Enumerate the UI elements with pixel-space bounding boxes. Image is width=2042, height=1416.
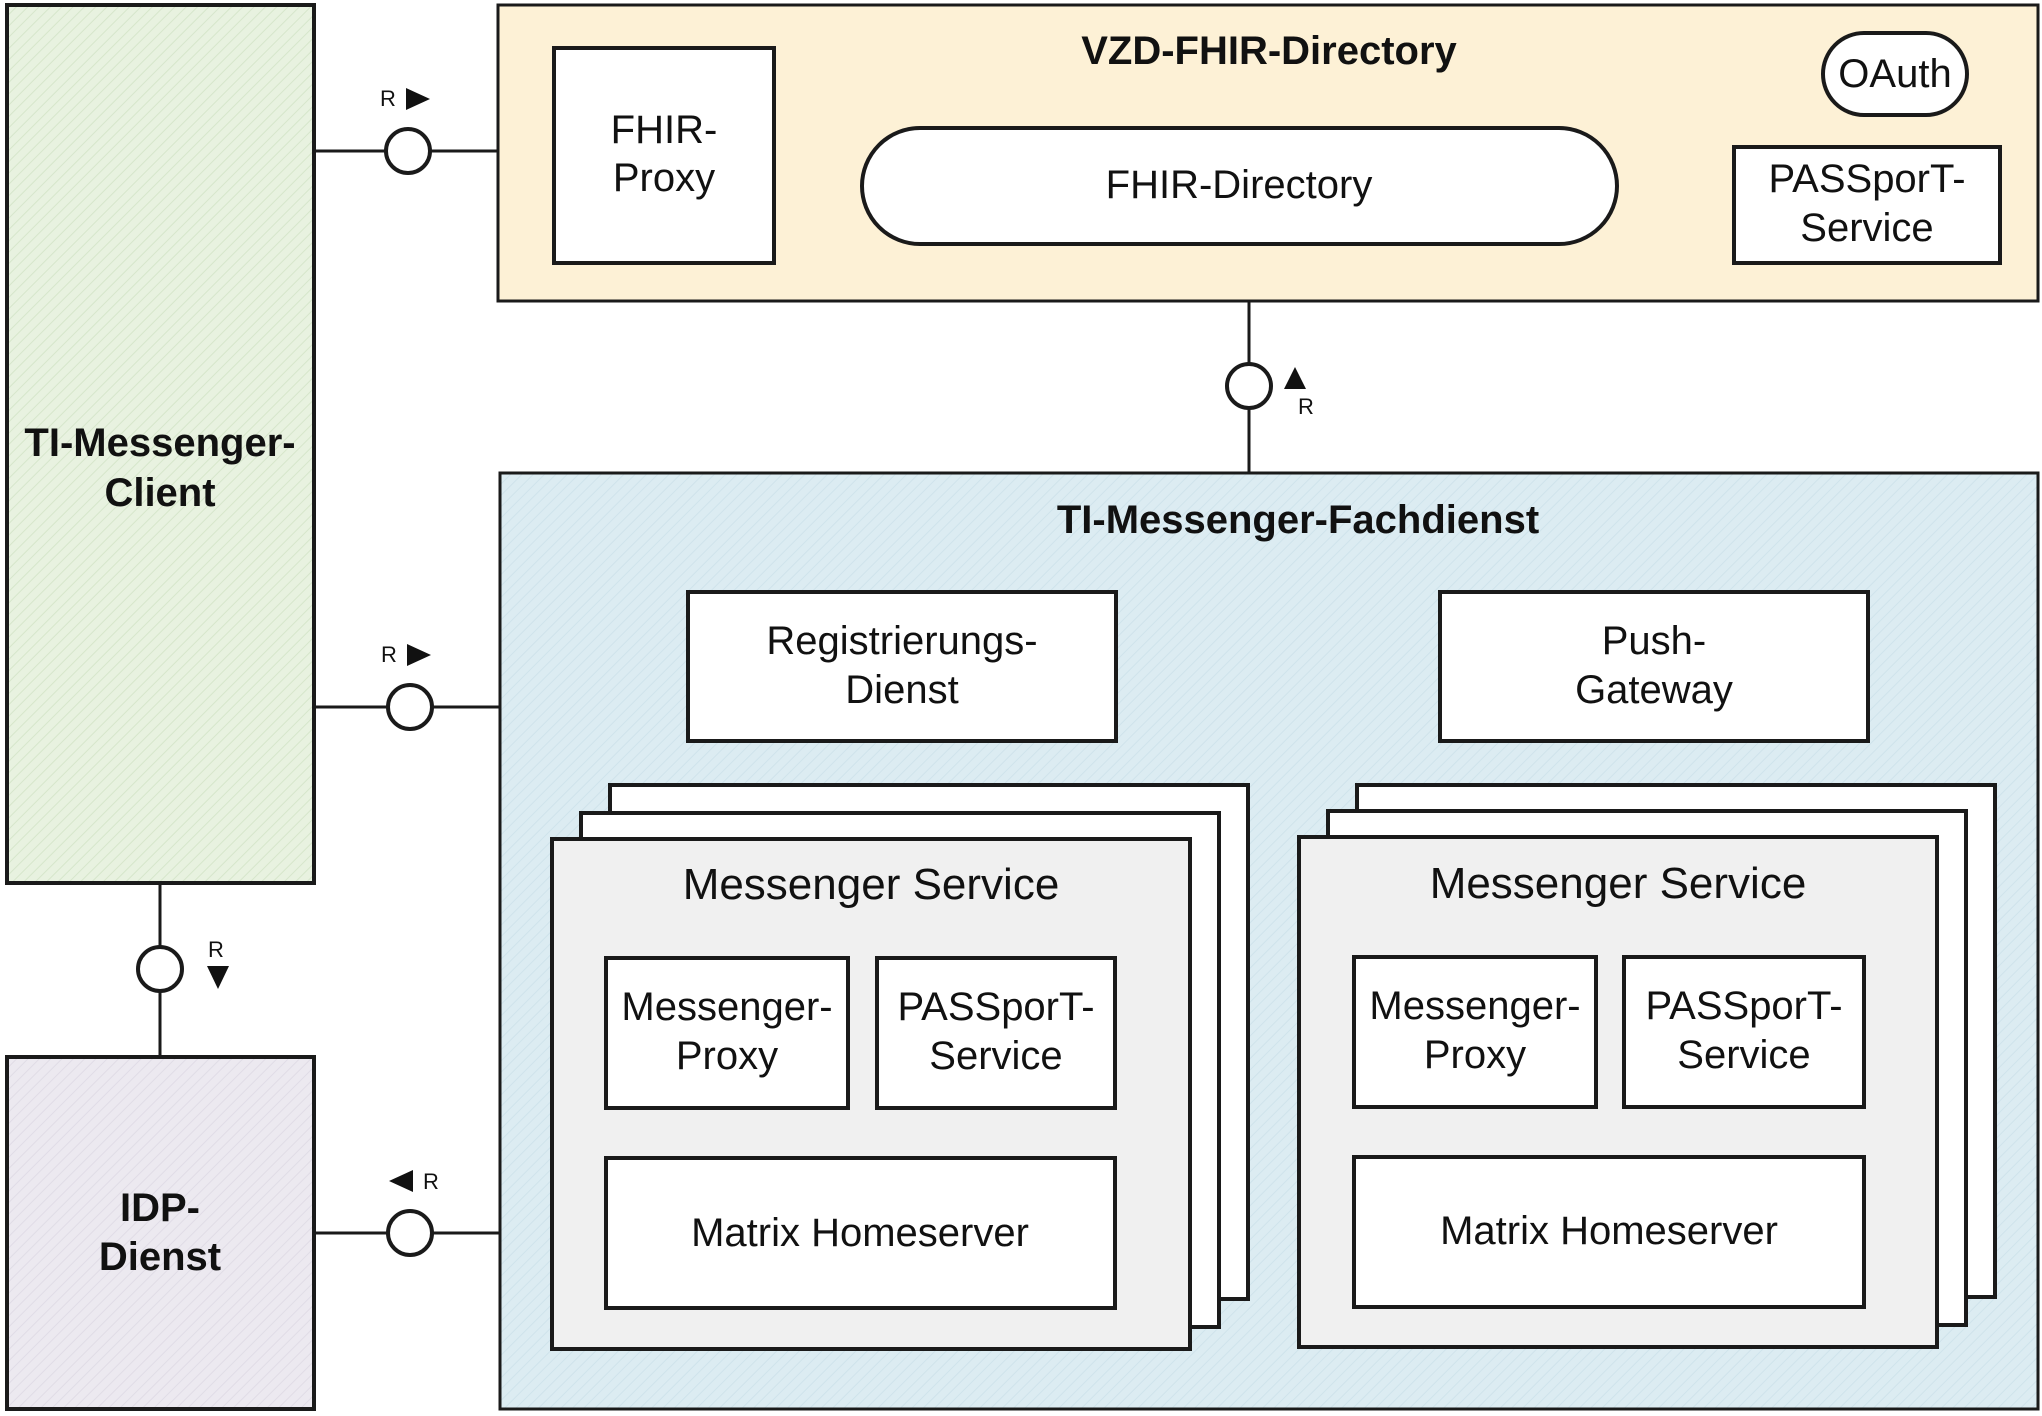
arrow-up-icon (1284, 367, 1306, 389)
idp-label-line2: Dienst (99, 1235, 221, 1279)
interface-client-vzd: R (380, 86, 432, 175)
interface-r-label: R (208, 937, 224, 962)
fachdienst-title: TI-Messenger-Fachdienst (1057, 498, 1539, 542)
interface-client-fach: R (381, 642, 434, 731)
messenger-proxy-2-line2: Proxy (1424, 1033, 1526, 1077)
vzd-fhir-directory: VZD-FHIR-Directory FHIR- Proxy FHIR-Dire… (496, 3, 2040, 303)
passport-service-box-1: PASSporT- Service (875, 956, 1117, 1110)
oauth-label: OAuth (1838, 52, 1951, 96)
matrix-homeserver-2-label: Matrix Homeserver (1440, 1209, 1778, 1253)
registrierung-line2: Dienst (845, 668, 958, 712)
vzd-title: VZD-FHIR-Directory (1081, 29, 1457, 73)
arrow-left-icon (389, 1170, 413, 1192)
arrow-right-icon (407, 644, 431, 666)
messenger-service-title-1: Messenger Service (683, 860, 1060, 909)
interface-fach-idp: R (386, 1169, 439, 1257)
interface-r-label: R (381, 642, 397, 667)
messenger-service-title-2: Messenger Service (1430, 859, 1807, 908)
registrierung-line1: Registrierungs- (766, 619, 1037, 663)
interface-circle (1225, 362, 1273, 410)
vzd-passport-line2: Service (1800, 206, 1933, 250)
messenger-proxy-box-1: Messenger- Proxy (604, 956, 850, 1110)
interface-r-label: R (1298, 394, 1314, 419)
arrow-down-icon (207, 966, 229, 989)
interface-circle (384, 127, 432, 175)
matrix-homeserver-box-1: Matrix Homeserver (604, 1156, 1117, 1310)
messenger-service-stack-2: Messenger Service Messenger- Proxy PASSp… (1297, 783, 1997, 1349)
fhir-directory-box: FHIR-Directory (860, 126, 1619, 246)
interface-fach-vzd: R (1225, 362, 1314, 419)
idp-label-line1: IDP- (120, 1186, 200, 1230)
passport-service-box-2: PASSporT- Service (1622, 955, 1866, 1109)
arrow-right-icon (406, 88, 430, 110)
idp-dienst: IDP- Dienst (5, 1055, 316, 1411)
fhir-proxy-line2: Proxy (613, 156, 715, 200)
push-line1: Push- (1602, 619, 1707, 663)
fhir-proxy-box: FHIR- Proxy (552, 46, 776, 265)
interface-circle (386, 683, 434, 731)
interface-circle (136, 945, 184, 993)
passport-service-2-line2: Service (1677, 1033, 1810, 1077)
ti-messenger-client: TI-Messenger- Client (5, 3, 316, 885)
messenger-proxy-1-line2: Proxy (676, 1034, 778, 1078)
push-gateway-box: Push- Gateway (1438, 590, 1870, 743)
oauth-box: OAuth (1821, 31, 1969, 117)
passport-service-1-line1: PASSporT- (897, 985, 1094, 1029)
push-line2: Gateway (1575, 668, 1733, 712)
messenger-proxy-1-line1: Messenger- (621, 985, 832, 1029)
messenger-proxy-box-2: Messenger- Proxy (1352, 955, 1598, 1109)
interface-r-label: R (423, 1169, 439, 1194)
interface-r-label: R (380, 86, 396, 111)
client-label-line1: TI-Messenger- (24, 421, 295, 465)
ti-messenger-fachdienst: TI-Messenger-Fachdienst Registrierungs- … (498, 471, 2040, 1411)
fhir-directory-label: FHIR-Directory (1106, 163, 1373, 207)
matrix-homeserver-1-label: Matrix Homeserver (691, 1211, 1029, 1255)
client-label-line2: Client (104, 471, 215, 515)
fhir-proxy-line1: FHIR- (611, 108, 718, 152)
messenger-service-stack-1: Messenger Service Messenger- Proxy PASSp… (550, 783, 1250, 1351)
interface-client-idp: R (136, 937, 229, 993)
vzd-passport-service-box: PASSporT- Service (1732, 145, 2002, 265)
messenger-proxy-2-line1: Messenger- (1369, 984, 1580, 1028)
passport-service-2-line1: PASSporT- (1645, 984, 1842, 1028)
matrix-homeserver-box-2: Matrix Homeserver (1352, 1155, 1866, 1309)
passport-service-1-line2: Service (929, 1034, 1062, 1078)
registrierungs-dienst-box: Registrierungs- Dienst (686, 590, 1118, 743)
vzd-passport-line1: PASSporT- (1768, 157, 1965, 201)
interface-circle (386, 1209, 434, 1257)
